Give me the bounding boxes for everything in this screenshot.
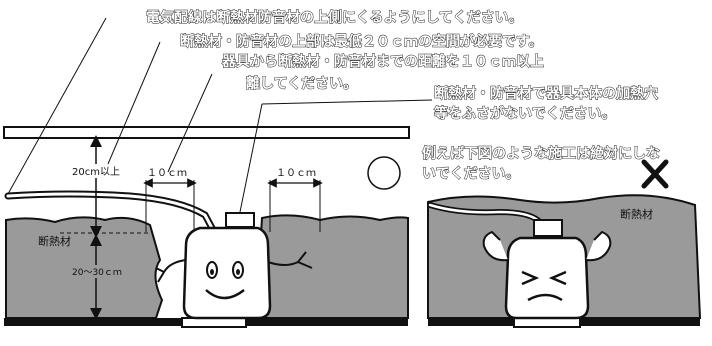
ceiling-board (3, 126, 410, 139)
note-clearance: 断熱材・防音材の上部は最低２０ｃｍの空間が必要です。 (180, 33, 543, 50)
insulation-label-right: 断熱材 (620, 207, 653, 221)
distance-label-left: １０ｃｍ (147, 168, 187, 179)
ok-circle-icon (367, 156, 401, 190)
ng-cross-icon (641, 159, 669, 189)
insulation-right (256, 214, 409, 319)
floor-board-bad-right (580, 318, 700, 326)
fixture-flange (181, 317, 247, 328)
floor-board-right (246, 318, 408, 326)
fixture-happy (155, 212, 313, 320)
note-prohibited: 例えば下図のような施工は絶対にしな (422, 145, 660, 162)
clearance-label: 20cm以上 (72, 166, 120, 178)
floor-board-bad-left (428, 318, 514, 326)
note-heat-holes-cont: 等をふさがないでください。 (434, 105, 616, 122)
fixture-distressed (482, 219, 612, 320)
thickness-label: 20～30ｃｍ (72, 268, 122, 278)
note-heat-holes: 断熱材・防音材で器具本体の加熱穴 (434, 85, 658, 102)
note-prohibited-cont: いでください。 (422, 166, 520, 182)
note-distance-cont: 離してください。 (246, 75, 357, 92)
distance-label-right: １０ｃｍ (276, 168, 316, 179)
insulation-label-left: 断熱材 (38, 234, 71, 248)
note-distance: 器具から断熱材・防音材までの距離を１０ｃｍ以上 (221, 53, 544, 70)
note-wiring: 電気配線は断熱材防音材の上側にくるようにしてください。 (146, 9, 523, 26)
fixture-flange-bad (513, 317, 581, 328)
floor-board (4, 318, 182, 326)
